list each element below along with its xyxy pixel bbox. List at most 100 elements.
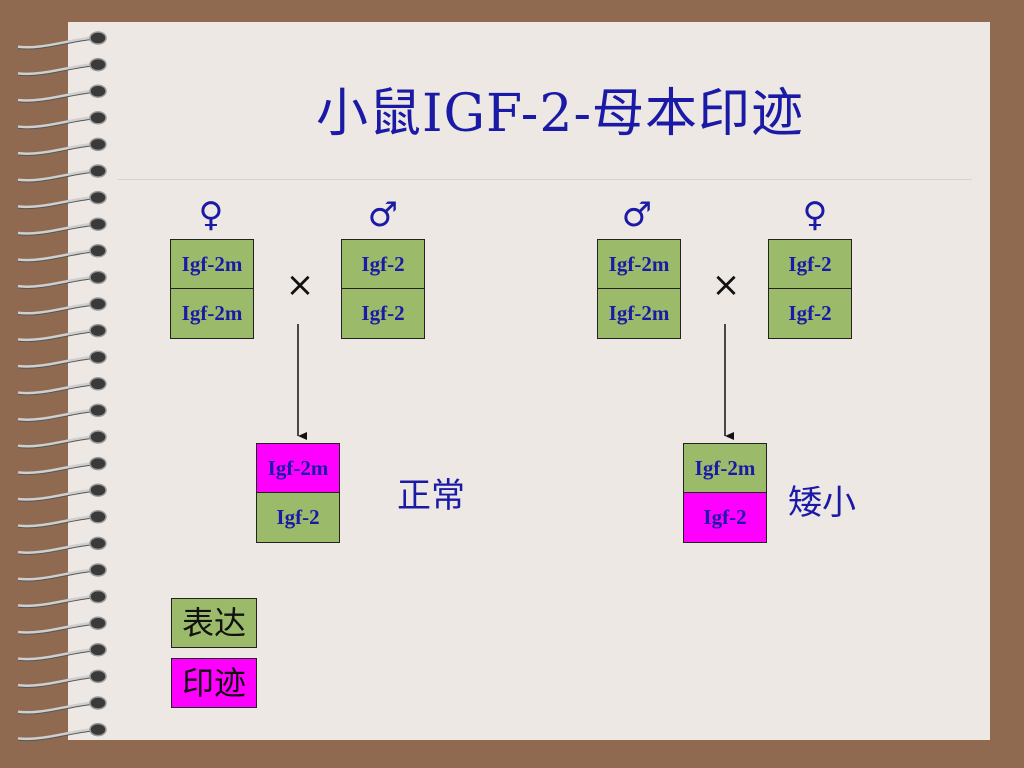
spiral-ring-shadow <box>17 358 93 369</box>
spiral-ring-shadow <box>17 92 93 103</box>
spiral-ring-shadow <box>17 571 93 582</box>
imprinted-allele: Igf-2m <box>257 444 339 493</box>
spiral-hole <box>89 696 107 710</box>
spiral-ring-shadow <box>17 198 93 210</box>
spiral-ring-shadow <box>17 384 93 396</box>
spiral-ring-shadow <box>17 650 93 662</box>
spiral-ring-shadow <box>17 677 93 688</box>
spiral-ring-shadow <box>17 39 93 50</box>
spiral-hole <box>89 643 107 657</box>
spiral-ring <box>17 595 93 608</box>
spiral-ring <box>17 541 93 555</box>
female-symbol: ♀ <box>198 195 224 235</box>
spiral-hole <box>89 510 107 524</box>
spiral-ring <box>17 169 93 183</box>
spiral-hole <box>89 31 107 45</box>
spiral-hole <box>89 350 107 364</box>
spiral-ring-shadow <box>17 544 93 555</box>
phenotype-dwarf: 矮小 <box>788 483 856 523</box>
spiral-ring <box>17 674 93 688</box>
spiral-ring <box>17 329 93 342</box>
spiral-ring-shadow <box>17 624 93 635</box>
spiral-ring-shadow <box>17 411 93 422</box>
spiral-ring <box>17 462 93 475</box>
cross-symbol: × <box>285 265 315 305</box>
legend-expressed: 表达 <box>171 598 257 648</box>
spiral-hole <box>89 190 107 205</box>
right-mother-genotype: Igf-2 Igf-2 <box>768 239 852 339</box>
spiral-ring <box>17 435 93 449</box>
spiral-ring-shadow <box>17 491 93 502</box>
spiral-ring-shadow <box>17 65 93 77</box>
spiral-ring-shadow <box>17 438 93 449</box>
spiral-ring <box>17 116 93 129</box>
slide-title: 小鼠IGF-2-母本印迹 <box>315 84 805 144</box>
spiral-ring <box>17 568 93 582</box>
spiral-ring-shadow <box>17 172 93 183</box>
spiral-hole <box>89 403 107 418</box>
spiral-ring <box>17 63 93 76</box>
allele: Igf-2m <box>598 240 680 289</box>
spiral-hole <box>89 563 107 577</box>
spiral-ring <box>17 36 93 50</box>
spiral-hole <box>89 323 107 338</box>
spiral-hole <box>89 217 107 231</box>
spiral-ring-shadow <box>17 464 93 476</box>
imprinted-allele: Igf-2 <box>684 493 766 542</box>
spiral-ring <box>17 355 93 369</box>
cross-symbol: × <box>711 265 741 305</box>
left-mother-genotype: Igf-2m Igf-2m <box>170 239 254 339</box>
left-offspring-genotype: Igf-2m Igf-2 <box>256 443 340 543</box>
spiral-ring <box>17 249 93 262</box>
spiral-ring <box>17 142 93 156</box>
allele: Igf-2 <box>342 289 424 338</box>
spiral-ring <box>17 648 93 661</box>
right-offspring-genotype: Igf-2m Igf-2 <box>683 443 767 543</box>
spiral-ring <box>17 89 93 103</box>
spiral-hole <box>89 430 107 444</box>
spiral-ring-shadow <box>17 225 93 236</box>
expressed-allele: Igf-2m <box>684 444 766 493</box>
spiral-ring <box>17 488 93 502</box>
spiral-ring <box>17 728 93 741</box>
spiral-ring <box>17 196 93 209</box>
right-father-genotype: Igf-2m Igf-2m <box>597 239 681 339</box>
spiral-hole <box>89 589 107 604</box>
allele: Igf-2 <box>769 240 851 289</box>
legend-imprinted: 印迹 <box>171 658 257 708</box>
allele: Igf-2m <box>171 289 253 338</box>
spiral-hole <box>89 377 107 391</box>
spiral-hole <box>89 84 107 98</box>
spiral-ring <box>17 302 93 316</box>
spiral-hole <box>89 137 107 152</box>
male-symbol: ♂ <box>367 195 399 235</box>
spiral-binding <box>17 31 107 742</box>
spiral-ring-shadow <box>17 251 93 263</box>
allele: Igf-2m <box>171 240 253 289</box>
spiral-ring-shadow <box>17 145 93 156</box>
spiral-hole <box>89 669 107 684</box>
spiral-hole <box>89 536 107 551</box>
female-symbol: ♀ <box>802 195 828 235</box>
spiral-ring-shadow <box>17 704 93 715</box>
spiral-ring-shadow <box>17 278 93 289</box>
spiral-hole <box>89 244 107 258</box>
spiral-ring <box>17 515 93 528</box>
spiral-ring <box>17 408 93 422</box>
left-father-genotype: Igf-2 Igf-2 <box>341 239 425 339</box>
spiral-ring-shadow <box>17 730 93 742</box>
spiral-ring-shadow <box>17 305 93 316</box>
spiral-hole <box>89 616 107 630</box>
spiral-hole <box>89 483 107 497</box>
spiral-hole <box>89 722 107 737</box>
spiral-ring <box>17 275 93 289</box>
spiral-ring-shadow <box>17 118 93 130</box>
expressed-allele: Igf-2 <box>257 493 339 542</box>
spiral-hole <box>89 297 107 311</box>
allele: Igf-2 <box>769 289 851 338</box>
spiral-ring-shadow <box>17 597 93 609</box>
spiral-hole <box>89 57 107 72</box>
spiral-ring <box>17 222 93 236</box>
title-divider <box>118 179 972 180</box>
spiral-hole <box>89 456 107 471</box>
